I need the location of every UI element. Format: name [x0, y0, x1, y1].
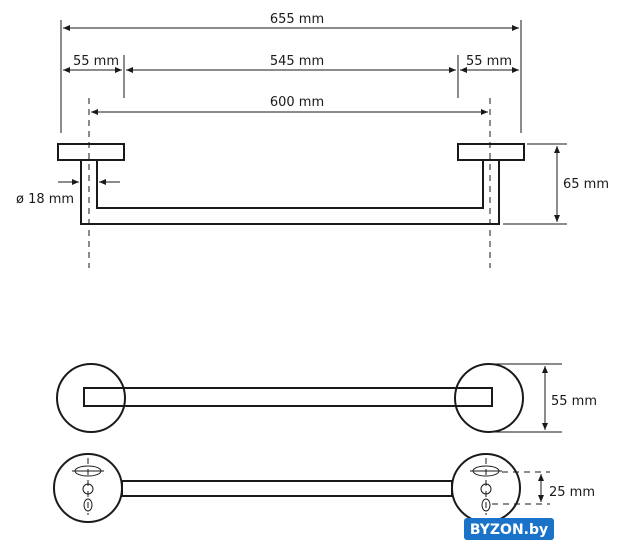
right-screw-holes	[470, 458, 502, 515]
plan-view: 55 mm	[56, 363, 597, 433]
right-rosette	[454, 363, 524, 433]
bar-diameter-label: ø 18 mm	[16, 192, 74, 207]
right-mount-plate	[451, 453, 521, 523]
overall-width-label: 655 mm	[270, 12, 324, 27]
screw-hole-icon	[480, 483, 492, 495]
mounting-view: 25 mm	[53, 453, 595, 523]
plan-bar	[83, 387, 493, 407]
center-distance-label: 600 mm	[270, 95, 324, 110]
watermark-text: BYZON.by	[470, 522, 548, 538]
mount-bar	[121, 480, 453, 497]
bar-outer-outline	[80, 160, 500, 225]
right-base-label: 55 mm	[466, 54, 512, 69]
bar-span-label: 545 mm	[270, 54, 324, 69]
right-wall-base	[457, 143, 525, 161]
front-view: 655 mm 55 mm 545 mm 55 mm 600 mm ø 18 mm…	[16, 12, 609, 268]
watermark: BYZON.by	[464, 518, 554, 540]
watermark-background	[464, 518, 554, 540]
lower-slot-icon	[83, 498, 93, 512]
lower-slot-icon	[481, 498, 491, 512]
screw-hole-icon	[82, 483, 94, 495]
base-diameter-label: 55 mm	[551, 394, 597, 409]
left-base-label: 55 mm	[73, 54, 119, 69]
projection-depth-label: 65 mm	[563, 177, 609, 192]
left-mount-plate	[53, 453, 123, 523]
left-screw-holes	[72, 458, 104, 515]
left-wall-base	[57, 143, 125, 161]
screw-spacing-label: 25 mm	[549, 485, 595, 500]
left-rosette	[56, 363, 126, 433]
bar-inner-outline	[96, 160, 484, 209]
